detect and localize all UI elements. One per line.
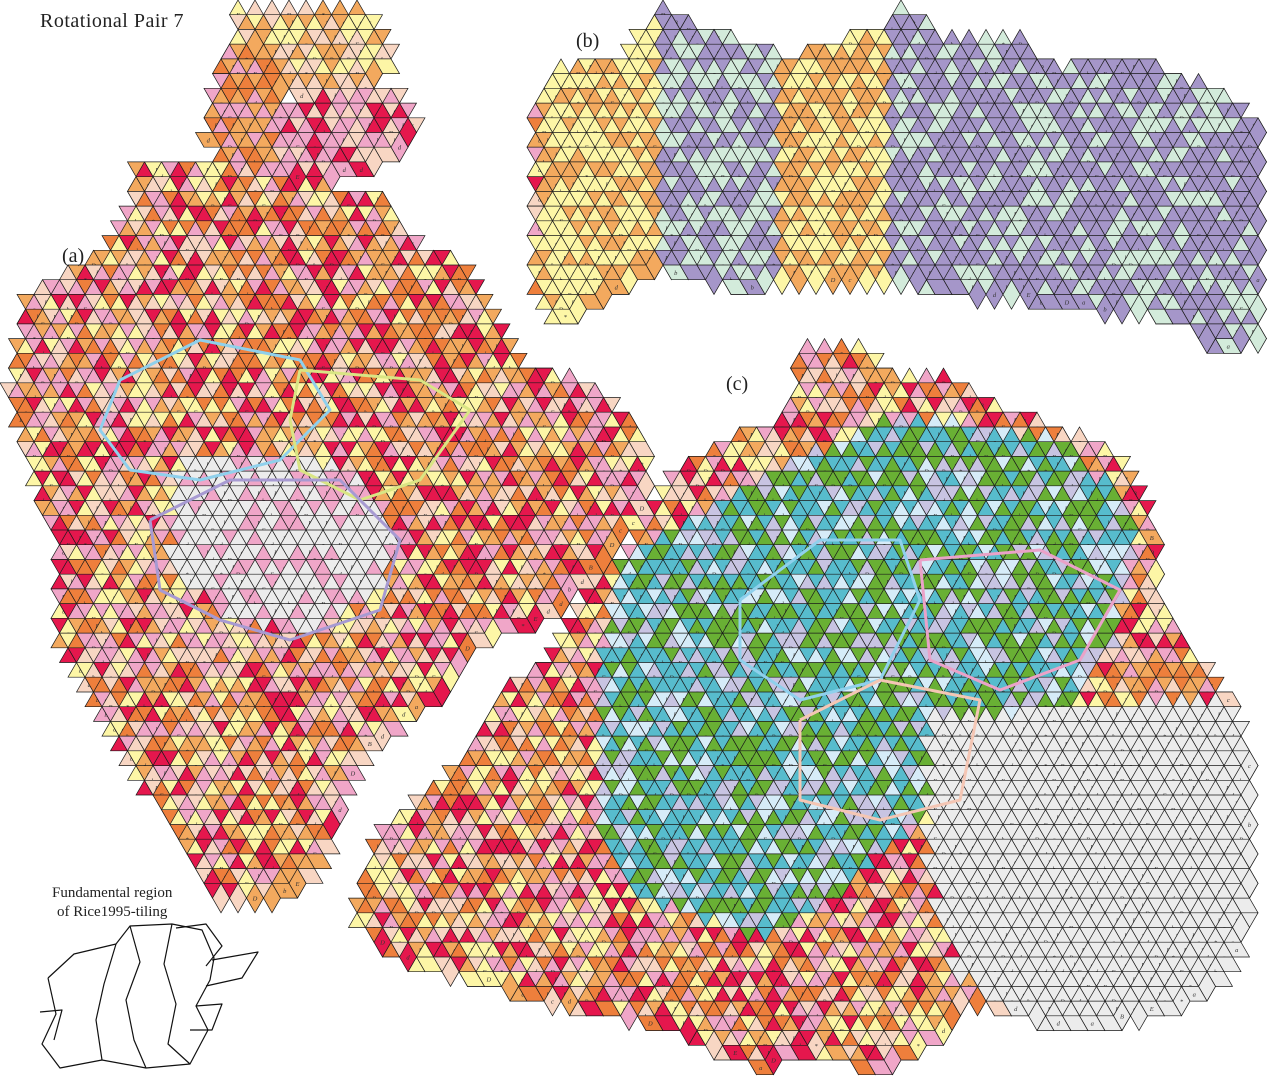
- panel-a-edge-mark: D: [464, 645, 470, 652]
- top-piece-3-edge-mark: E: [295, 174, 300, 181]
- panel-a-edge-mark: c: [619, 528, 622, 535]
- panel-a-edge-mark: D: [638, 505, 644, 512]
- top-piece-1-edge-mark: d: [300, 93, 304, 100]
- exploded-top-tiles: EBcDBc*c*cdd*db*aaE*bBaE*EbDEcEbBDEBBbab…: [194, 0, 426, 193]
- panel-a-edge-mark: c: [632, 520, 635, 527]
- panel-a-edge-mark: B: [589, 564, 593, 571]
- panel-a-edge-mark: D: [609, 542, 615, 549]
- top-piece-2-edge-mark: d: [207, 137, 211, 144]
- panel-a-edge-mark: E: [533, 616, 538, 623]
- panel-a-edge-mark: a: [415, 704, 418, 711]
